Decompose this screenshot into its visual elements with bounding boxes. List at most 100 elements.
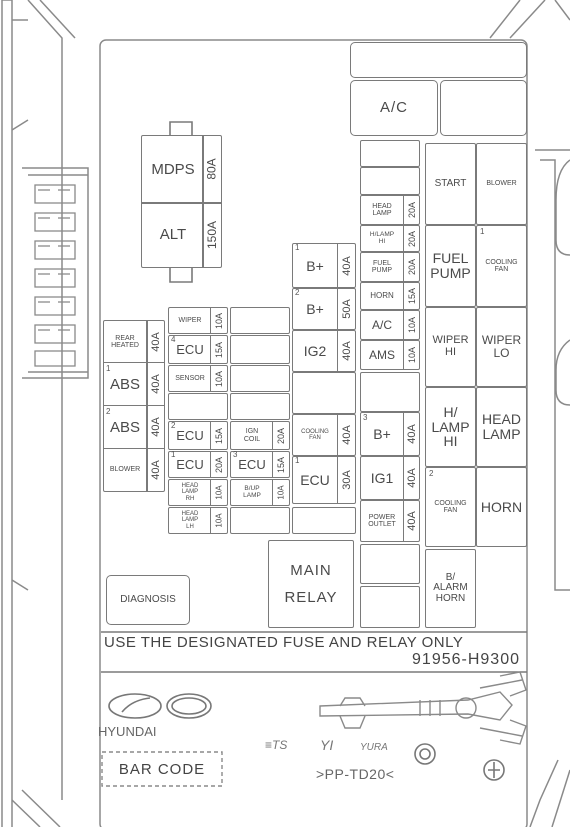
relay-slot-blank	[440, 80, 527, 136]
fuse-ecu-big	[292, 456, 356, 504]
relay-head-lamp-label: HEAD LAMP	[482, 411, 521, 442]
fuse-slot-empty	[292, 372, 356, 414]
fuse-mdps-rating: 80A	[205, 158, 220, 180]
fuse-bplus1	[292, 243, 356, 288]
slot-number: 1	[106, 364, 111, 373]
fuse-bplus2-rating: 50A	[337, 289, 356, 329]
fuse-ecu4	[168, 335, 228, 364]
fuse-head-lamp-rh-label: HEAD LAMP RH	[181, 483, 199, 502]
fuse-head-lamp-lh-label: HEAD LAMP LH	[181, 511, 199, 530]
relay-horn	[476, 467, 527, 547]
fuse-horn	[360, 282, 420, 310]
fuse-alt-rating: 150A	[205, 220, 219, 250]
fuse-cooling-fan	[292, 414, 356, 456]
fuse-ecu1-label: ECU	[176, 456, 204, 472]
fuse-slot-empty	[230, 365, 290, 392]
slot-number: 1	[480, 227, 485, 236]
fuse-power-outlet-rating: 40A	[403, 501, 420, 541]
fuse-ac	[360, 310, 420, 340]
bar-code-label: BAR CODE	[118, 760, 206, 778]
relay-h-lamp-hi	[425, 387, 476, 467]
relay-cooling-fan-1-label: COOLING FAN	[485, 258, 518, 273]
notice-text: USE THE DESIGNATED FUSE AND RELAY ONLY	[104, 634, 464, 651]
fuse-rear-heated-rating: 40A	[150, 332, 163, 352]
recycle-icon	[483, 759, 505, 781]
fuse-horn-rating: 15A	[403, 283, 420, 309]
fuse-cooling-fan-label: COOLING FAN	[301, 428, 329, 441]
fuse-sensor-rating: 10A	[210, 366, 228, 391]
diagnosis-label: DIAGNOSIS	[120, 593, 176, 605]
fuse-power-outlet-label: POWER OUTLET	[368, 513, 396, 528]
fuse-blower-label: BLOWER	[109, 466, 141, 474]
fuse-slot-empty	[230, 393, 290, 420]
fuse-head-lamp-lh	[168, 507, 228, 534]
relay-cooling-fan-1	[476, 225, 527, 307]
supplier-logo: YURA	[360, 742, 388, 753]
relay-wiper-hi	[425, 307, 476, 387]
fuse-ign-coil	[230, 421, 290, 450]
fuse-bplus2-label: B+	[306, 300, 324, 317]
fuse-slot-empty	[360, 372, 420, 412]
fuse-power-outlet	[360, 500, 420, 542]
fuse-ig2-rating: 40A	[337, 331, 356, 371]
fuse-slot-empty	[230, 307, 290, 334]
slot-number: 1	[295, 456, 300, 465]
fuse-cooling-fan-rating: 40A	[337, 415, 356, 455]
fuse-sensor	[168, 365, 228, 392]
yura-logo	[414, 743, 436, 765]
fuse-h-lamp-hi-rating: 20A	[403, 226, 420, 251]
fuse-sensor-label: SENSOR	[175, 374, 205, 382]
fuse-ams-rating: 10A	[403, 341, 420, 369]
fuse-fuel-pump	[360, 252, 420, 282]
fuse-ams	[360, 340, 420, 370]
divider	[202, 135, 204, 268]
slot-number: 1	[171, 450, 176, 459]
fuse-bplus3-label: B+	[373, 425, 391, 442]
fuse-ecu3-rating: 15A	[272, 452, 290, 477]
mdps-alt-block	[141, 135, 222, 268]
relay-fuel-pump	[425, 225, 476, 307]
fuse-mdps-label: MDPS	[151, 161, 195, 179]
fuse-ig1	[360, 456, 420, 500]
fuse-ecu2-label: ECU	[176, 428, 204, 444]
slot-number: 3	[233, 450, 238, 459]
relay-wiper-hi-label: WIPER HI	[432, 334, 469, 358]
relay-h-lamp-hi-label: H/ LAMP HI	[431, 403, 470, 450]
fuse-slot-empty	[360, 544, 420, 584]
main-relay-label: MAIN RELAY	[284, 562, 338, 606]
kia-logo	[166, 693, 212, 719]
slot-number: 4	[171, 335, 176, 344]
fuse-b-up-lamp	[230, 479, 290, 506]
fuse-slot-empty	[168, 393, 228, 420]
relay-blower-label: BLOWER	[486, 180, 517, 188]
relay-cooling-fan-2-label: COOLING FAN	[434, 499, 467, 514]
relay-ac	[350, 80, 438, 136]
relay-b-alarm-horn-label: B/ ALARM HORN	[433, 571, 468, 604]
fuse-b-up-lamp-label: B/UP LAMP	[243, 484, 261, 499]
relay-cooling-fan-2	[425, 467, 476, 547]
fuse-head-lamp-rating: 20A	[403, 196, 420, 224]
fuse-wiper-label: WIPER	[178, 316, 202, 324]
relay-blower	[476, 143, 527, 225]
fuse-slot-empty	[360, 586, 420, 628]
mold-code: >PP-TD20<	[316, 766, 395, 782]
fuse-fuel-pump-label: FUEL PUMP	[371, 259, 393, 274]
fuse-abs2-rating: 40A	[150, 417, 163, 437]
divider	[103, 362, 165, 364]
fuse-ecu4-label: ECU	[176, 342, 204, 358]
fuse-rear-heated-label: REAR HEATED	[111, 334, 139, 349]
relay-b-alarm-horn	[425, 549, 476, 628]
fuse-bplus1-label: B+	[306, 257, 324, 274]
relay-start	[425, 143, 476, 225]
fuse-head-lamp-rh	[168, 479, 228, 506]
fuse-bplus3	[360, 412, 420, 456]
supplier-logo: ≡TS	[265, 738, 288, 752]
fuse-ig1-rating: 40A	[403, 457, 420, 499]
relay-slot-blank-top	[350, 42, 527, 78]
fuse-b-up-lamp-rating: 10A	[272, 480, 290, 505]
fuse-ecu3-label: ECU	[238, 456, 266, 472]
fuse-horn-label: HORN	[370, 290, 394, 300]
bar-code-box	[101, 751, 223, 787]
relay-horn-label: HORN	[480, 498, 523, 515]
